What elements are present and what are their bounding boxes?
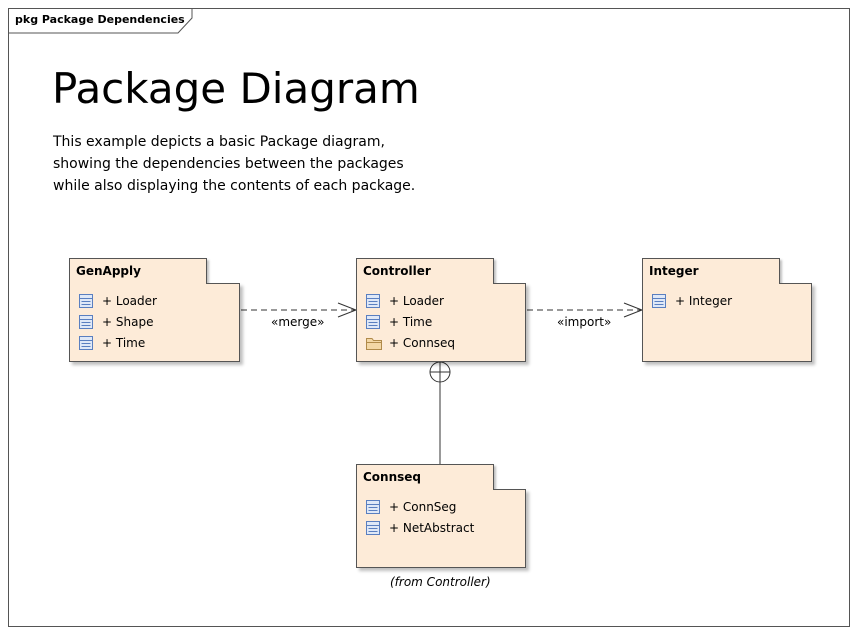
package-item[interactable]: + Loader (365, 290, 455, 311)
package-tab: Controller (356, 258, 494, 284)
description-line: This example depicts a basic Package dia… (53, 134, 385, 150)
package-item[interactable]: + Time (78, 332, 157, 353)
item-label: + ConnSeg (389, 499, 457, 514)
package-body: + Loader + Time + Connseq (356, 283, 526, 362)
package-item[interactable]: + Integer (651, 290, 732, 311)
item-label: + Shape (102, 314, 154, 329)
package-item[interactable]: + Loader (78, 290, 157, 311)
package-body: + ConnSeg + NetAbstract (356, 489, 526, 568)
package-body: + Integer (642, 283, 812, 362)
item-label: + Connseq (389, 335, 456, 350)
diagram-description: This example depicts a basic Package dia… (53, 131, 453, 197)
package-body: + Loader + Shape + Time (69, 283, 240, 362)
frame-tab-label: pkg Package Dependencies (15, 13, 185, 26)
item-label: + Integer (675, 293, 733, 308)
item-label: + Time (389, 314, 433, 329)
diagram-frame (8, 8, 850, 627)
class-icon (365, 499, 381, 515)
class-icon (365, 520, 381, 536)
item-label: + Loader (102, 293, 157, 308)
item-label: + Loader (389, 293, 444, 308)
package-tab: GenApply (69, 258, 207, 284)
package-name: Connseq (363, 470, 422, 484)
from-controller-note: (from Controller) (390, 575, 491, 589)
package-name: Integer (649, 264, 699, 278)
package-item[interactable]: + Time (365, 311, 455, 332)
import-stereotype: «import» (557, 315, 612, 329)
package-item[interactable]: + Connseq (365, 332, 455, 353)
frame-tab-shape (8, 8, 193, 34)
package-item[interactable]: + Shape (78, 311, 157, 332)
item-label: + NetAbstract (389, 520, 475, 535)
package-item[interactable]: + NetAbstract (365, 517, 474, 538)
class-icon (651, 293, 667, 309)
folder-icon (365, 335, 382, 351)
class-icon (78, 335, 94, 351)
package-name: Controller (363, 264, 431, 278)
containment-link[interactable] (429, 361, 451, 464)
package-tab: Integer (642, 258, 780, 284)
description-line: while also displaying the contents of ea… (53, 178, 416, 194)
class-icon (365, 293, 381, 309)
package-tab: Connseq (356, 464, 494, 490)
package-name: GenApply (76, 264, 141, 278)
package-item[interactable]: + ConnSeg (365, 496, 474, 517)
class-icon (78, 293, 94, 309)
merge-stereotype: «merge» (271, 315, 325, 329)
class-icon (78, 314, 94, 330)
description-line: showing the dependencies between the pac… (53, 156, 404, 172)
diagram-title: Package Diagram (52, 64, 420, 113)
class-icon (365, 314, 381, 330)
item-label: + Time (102, 335, 146, 350)
